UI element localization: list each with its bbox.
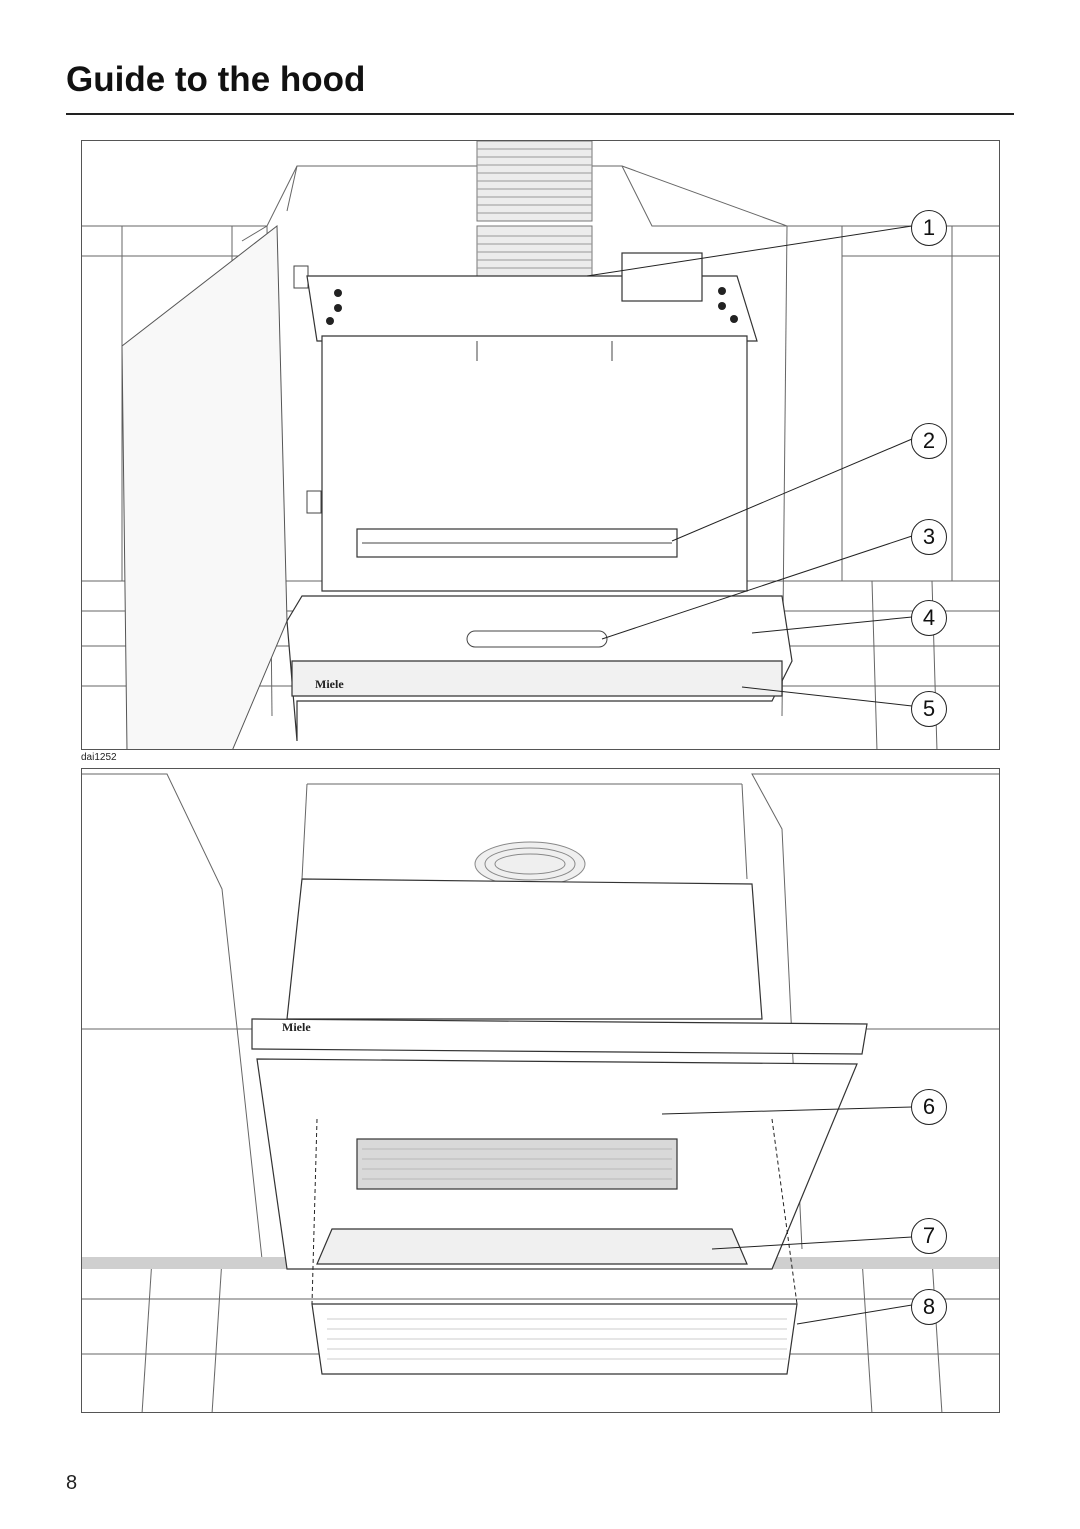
- callout-2: 2: [911, 423, 947, 459]
- callout-8: 8: [911, 1289, 947, 1325]
- callout-3: 3: [911, 519, 947, 555]
- title-rule: [66, 113, 1014, 115]
- callout-5: 5: [911, 691, 947, 727]
- callout-7: 7: [911, 1218, 947, 1254]
- page-title: Guide to the hood: [66, 60, 366, 99]
- callout-4: 4: [911, 600, 947, 636]
- page-number: 8: [66, 1472, 78, 1494]
- hood-filter-drawing: Miele: [82, 773, 999, 1412]
- brand-label: Miele: [315, 677, 344, 691]
- callout-1: 1: [911, 210, 947, 246]
- hood-installed-figure: Miele 1 2 3 4 5: [81, 140, 1000, 750]
- hood-installed-drawing: Miele: [82, 141, 999, 749]
- figure-code: dai1252: [81, 752, 117, 763]
- hood-filter-figure: Miele 6 7 8: [81, 768, 1000, 1413]
- callout-6: 6: [911, 1089, 947, 1125]
- brand-label-bottom: Miele: [282, 1020, 311, 1034]
